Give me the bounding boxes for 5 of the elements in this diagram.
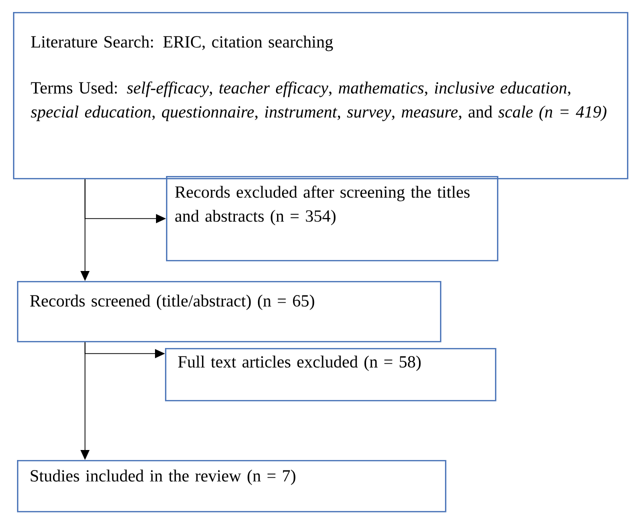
flow-box: Studies included in the review (n = 7)	[17, 460, 446, 512]
flow-box: Records screened (title/abstract) (n = 65)	[17, 281, 442, 342]
flow-box: Records excluded after screening the titles and abstracts (n = 354)	[166, 176, 498, 262]
flow-box: Literature Search: ERIC, citation searching Terms Used: self-efficacy, teacher efficacy, mathematics, inclusive education, special education, questionnaire, instrument, survey, measure, and scale (n = 419)	[13, 12, 628, 180]
flow-box: Full text articles excluded (n = 58)	[165, 348, 496, 402]
